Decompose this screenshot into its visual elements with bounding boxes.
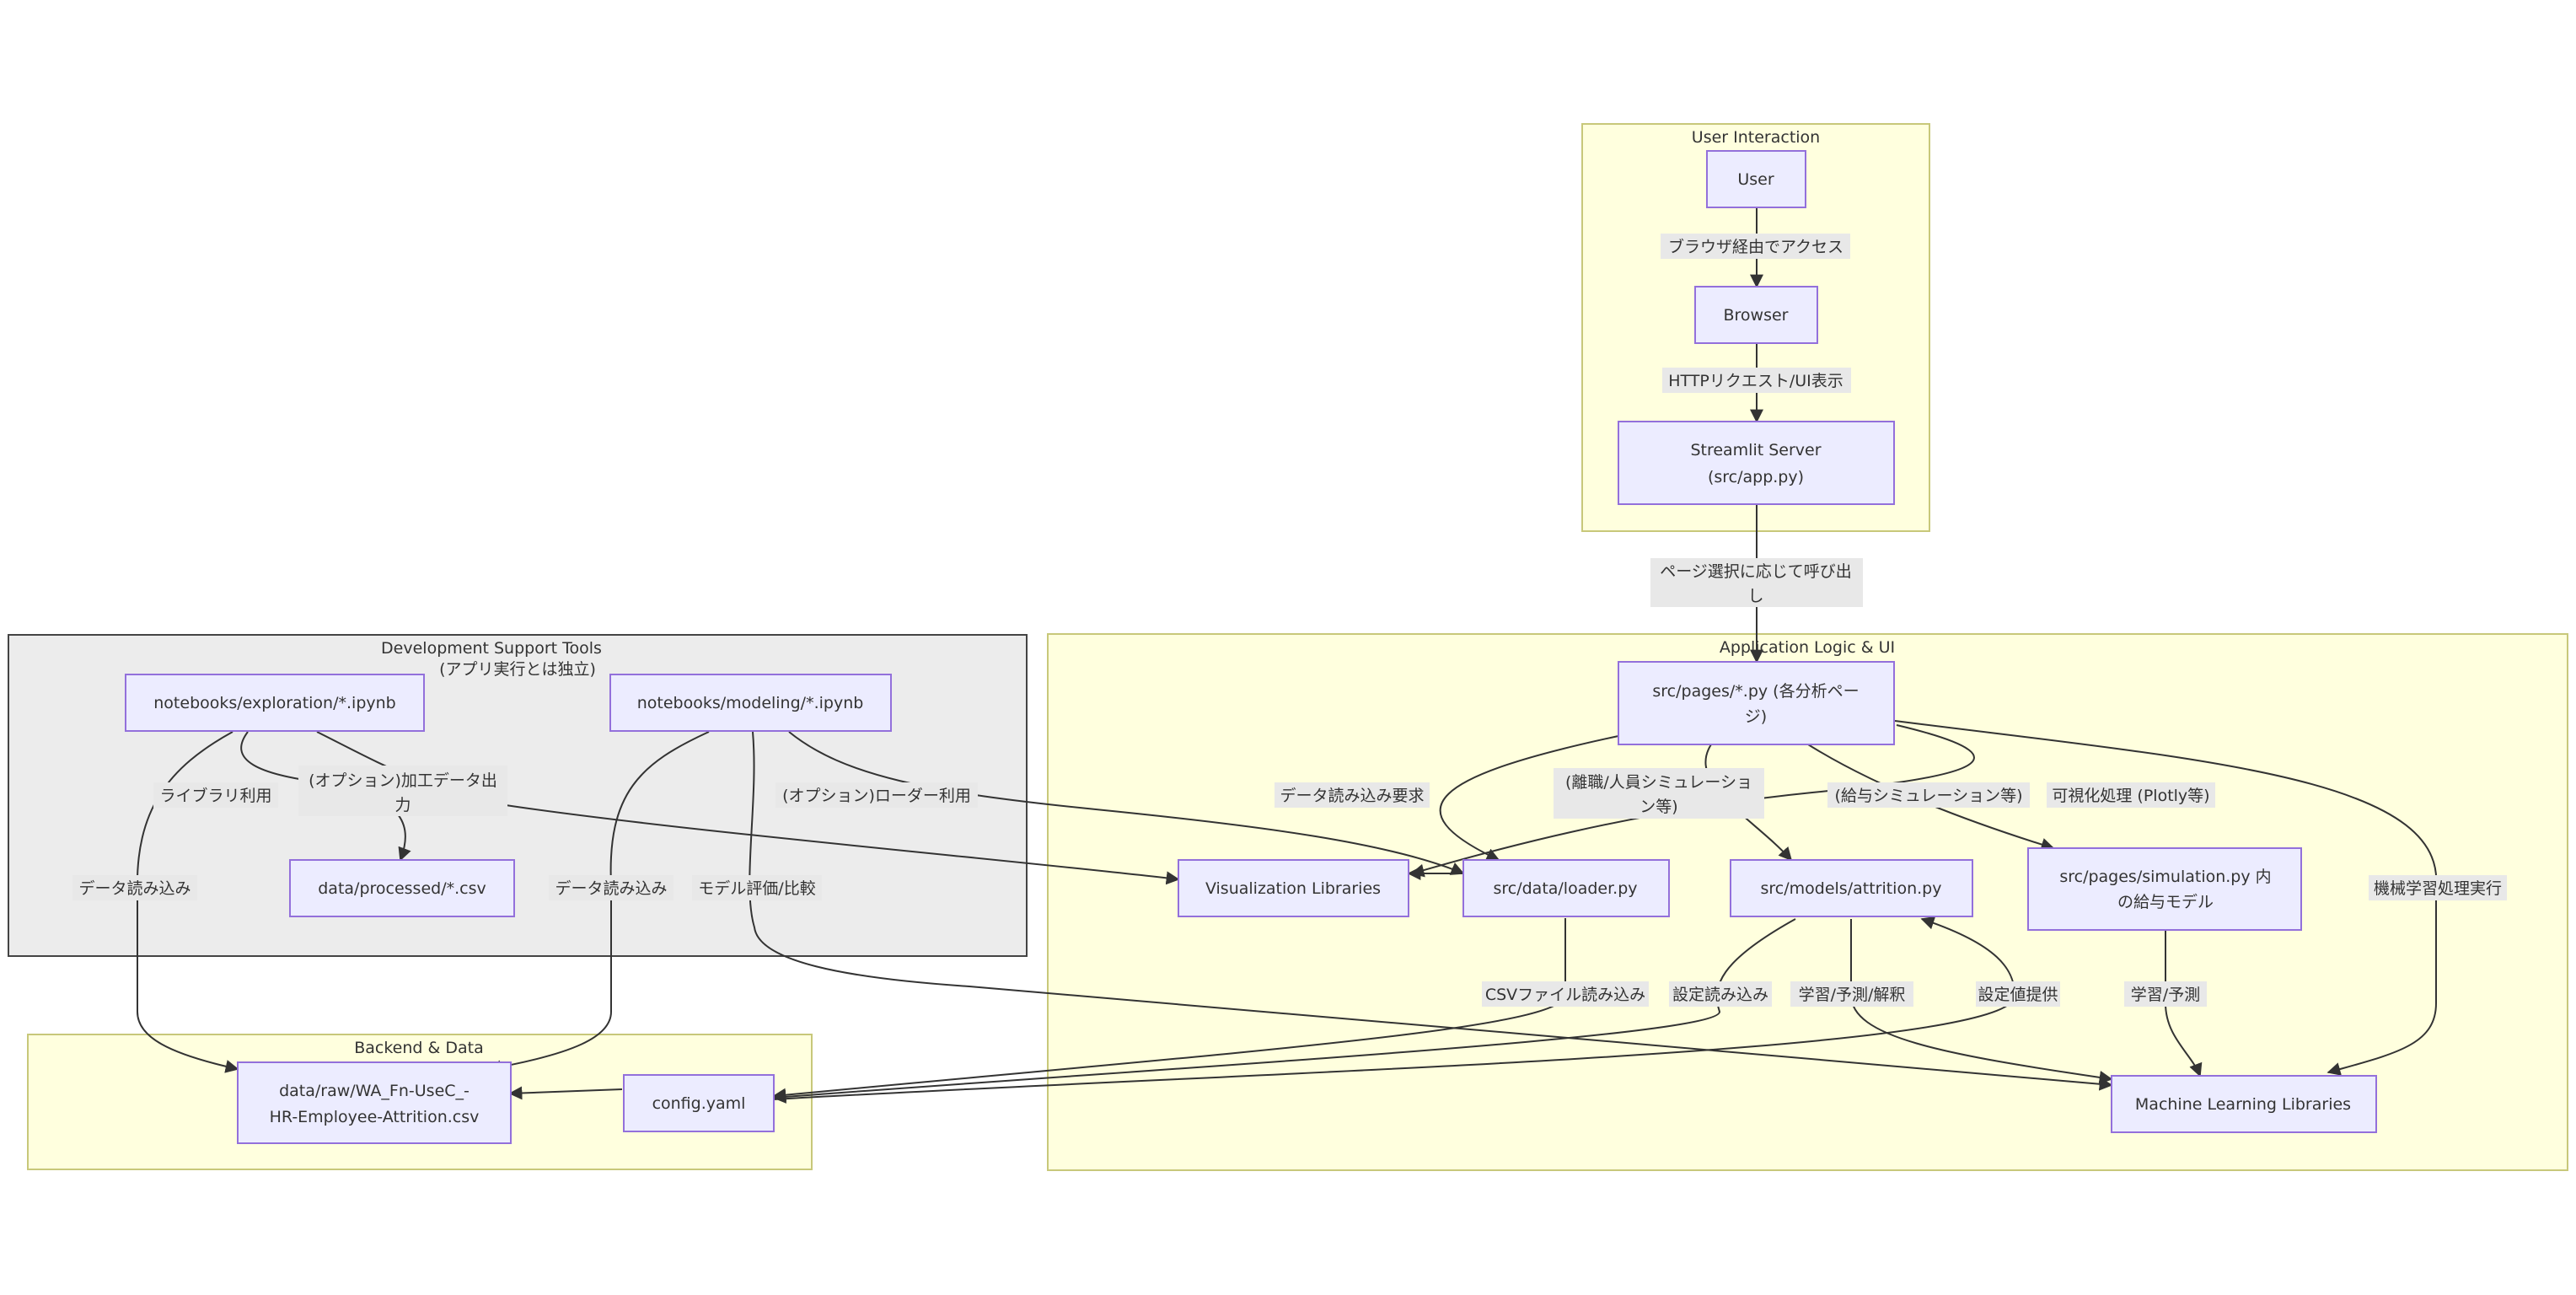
edge-label: CSVファイル読み込み [1485,986,1645,1004]
node-simulation-model[interactable]: src/pages/simulation.py 内 の給与モデル [2027,847,2302,931]
edge-pages-ml [1894,720,2438,1076]
node-label: Browser [1724,306,1789,325]
edge-label: 機械学習処理実行 [2374,879,2502,898]
edge-label: (オプション)加工データ出 [309,771,497,790]
edge-attrition-config [772,918,1796,1104]
node-browser[interactable]: Browser [1694,286,1818,344]
node-label: Visualization Libraries [1205,879,1381,898]
node-visualization-libraries[interactable]: Visualization Libraries [1178,859,1409,917]
node-label: Machine Learning Libraries [2135,1095,2351,1114]
node-label: notebooks/modeling/*.ipynb [637,694,864,712]
node-notebooks-exploration[interactable]: notebooks/exploration/*.ipynb [125,674,425,732]
edge-label: データ読み込み [78,879,191,898]
node-ml-libraries[interactable]: Machine Learning Libraries [2111,1075,2377,1133]
node-label: src/pages/simulation.py 内 [2059,868,2271,886]
edge-label: 設定値提供 [1978,986,2058,1004]
edge-label: 力 [394,796,411,814]
edge-label: 学習/予測/解釈 [1799,986,1906,1004]
edge-label: ン等) [1640,798,1677,816]
edge-label: ブラウザ経由でアクセス [1668,237,1843,256]
edge-pages-viz [1410,724,1975,878]
node-user[interactable]: User [1706,150,1806,208]
edge-label: データ読み込み要求 [1280,787,1424,805]
node-label: data/raw/WA_Fn-UseC_- [279,1082,470,1100]
node-data-processed[interactable]: data/processed/*.csv [289,859,515,917]
edge-config-raw [508,1086,623,1100]
node-label: HR-Employee-Attrition.csv [270,1108,480,1126]
edge-label: (給与シミュレーション等) [1834,787,2022,805]
edge-label: ページ選択に応じて呼び出 [1660,562,1852,581]
node-label: User [1737,170,1774,189]
edge-labels: ブラウザ経由でアクセス HTTPリクエスト/UI表示 ページ選択に応じて呼び出 … [72,234,2507,1007]
cluster-title: Backend & Data [354,1039,484,1057]
edge-label: モデル評価/比較 [698,879,815,898]
node-label: src/models/attrition.py [1761,879,1942,898]
edge-model-loader [788,731,1465,875]
node-data-raw[interactable]: data/raw/WA_Fn-UseC_- HR-Employee-Attrit… [237,1061,512,1144]
edge-label: 設定読み込み [1672,986,1768,1004]
node-label: Streamlit Server [1690,441,1821,459]
node-label: notebooks/exploration/*.ipynb [153,694,395,712]
node-label: (src/app.py) [1708,468,1804,486]
cluster-subtitle: (アプリ実行とは独立) [439,660,596,679]
node-label: config.yaml [652,1094,746,1113]
edge-pages-loader [1439,735,1619,862]
edge-label: 可視化処理 (Plotly等) [2052,787,2209,805]
cluster-title: Development Support Tools [381,639,602,658]
node-config-yaml[interactable]: config.yaml [623,1074,775,1132]
edge-label: HTTPリクエスト/UI表示 [1668,372,1843,390]
node-models-attrition[interactable]: src/models/attrition.py [1730,859,1973,917]
cluster-title: Application Logic & UI [1720,638,1895,657]
edge-label: (離職/人員シミュレーショ [1565,773,1752,792]
edge-label: データ読み込み [555,879,667,898]
cluster-title: User Interaction [1692,128,1820,147]
node-label: の給与モデル [2117,893,2214,911]
edge-label: し [1747,587,1763,605]
node-data-loader[interactable]: src/data/loader.py [1462,859,1670,917]
node-label: ジ) [1745,707,1767,726]
edge-label: (オプション)ローダー利用 [782,787,971,805]
edge-label: ライブラリ利用 [159,786,271,805]
node-label: data/processed/*.csv [318,879,486,898]
edge-label: 学習/予測 [2131,986,2200,1004]
node-label: src/pages/*.py (各分析ペー [1652,682,1859,701]
node-streamlit-server[interactable]: Streamlit Server (src/app.py) [1618,421,1895,505]
edge-config-attrition [773,916,2016,1100]
node-notebooks-modeling[interactable]: notebooks/modeling/*.ipynb [609,674,892,732]
node-label: src/data/loader.py [1493,879,1637,898]
node-pages[interactable]: src/pages/*.py (各分析ペー ジ) [1618,661,1895,745]
